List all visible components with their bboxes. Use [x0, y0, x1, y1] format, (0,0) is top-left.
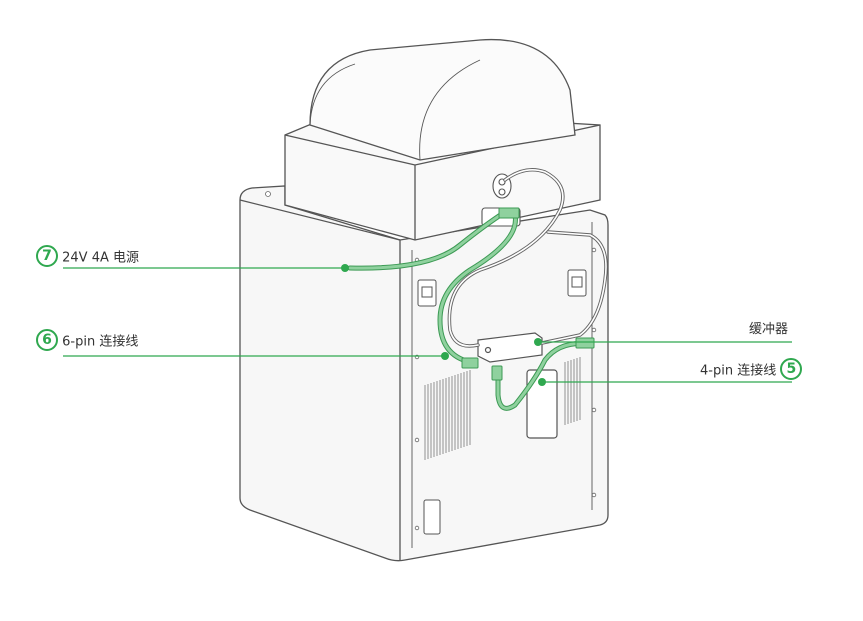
power-socket [423, 499, 441, 535]
leader-dot-buffer [534, 338, 542, 346]
vent-grilles [424, 357, 581, 460]
printer-cabinet [239, 185, 609, 562]
callout-power-text: 24V 4A 电源 [62, 250, 140, 266]
leader-lines [63, 267, 792, 383]
leader-dot-six-pin [441, 352, 449, 360]
buffer-unit [477, 332, 558, 439]
screws [265, 191, 597, 531]
leader-dot-power [341, 264, 349, 272]
callout-four-pin-text: 4-pin 连接线 [700, 363, 777, 379]
callout-six-pin: 6 6-pin 连接线 [36, 329, 138, 351]
callout-four-pin: 4-pin 连接线 5 [700, 358, 803, 380]
mount-brackets [417, 269, 587, 307]
callout-six-pin-text: 6-pin 连接线 [62, 334, 139, 350]
callout-power: 7 24V 4A 电源 [36, 245, 139, 267]
callout-power-number: 7 [36, 245, 58, 267]
cable-connectors [461, 207, 595, 381]
leader-dot-four-pin [538, 378, 546, 386]
leader-dots [341, 264, 546, 386]
callout-buffer: 缓冲器 [749, 318, 788, 337]
callout-six-pin-number: 6 [36, 329, 58, 351]
callout-buffer-text: 缓冲器 [749, 322, 789, 337]
filament-spool-cover [309, 38, 576, 161]
callout-four-pin-number: 5 [780, 358, 803, 380]
